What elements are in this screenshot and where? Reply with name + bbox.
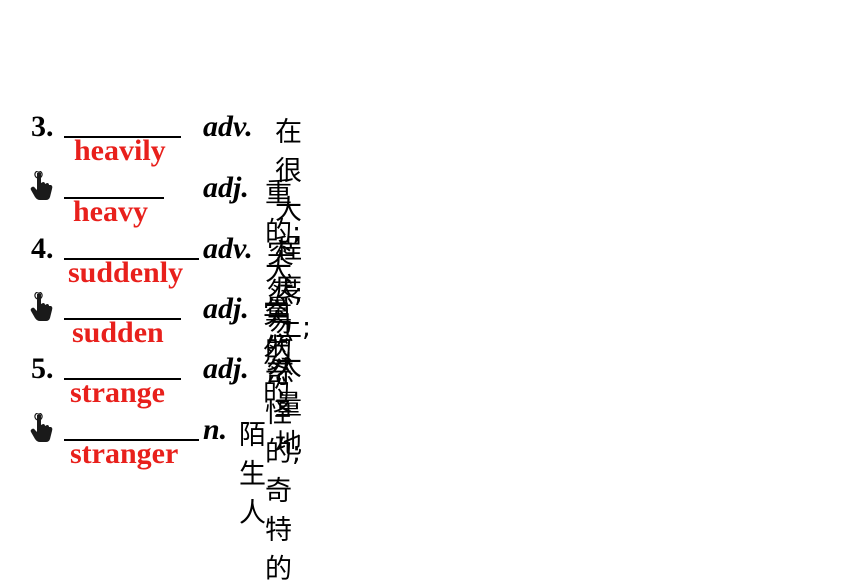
- chinese-meaning: 奇怪的; 奇特的: [265, 359, 302, 585]
- answer-blank: strange: [64, 376, 181, 409]
- part-of-speech: n.: [203, 413, 228, 446]
- hand-pointer-icon: [30, 171, 53, 200]
- answer-word: strange: [70, 376, 165, 409]
- part-of-speech: adj.: [203, 292, 249, 325]
- answer-blank: suddenly: [64, 256, 199, 289]
- answer-word: sudden: [72, 316, 164, 349]
- answer-blank: heavily: [64, 134, 181, 167]
- answer-word: heavily: [74, 134, 166, 167]
- chinese-meaning: 在很大程度上; 大量地: [275, 117, 312, 460]
- answer-blank: sudden: [64, 316, 181, 349]
- item-number: 4.: [31, 232, 54, 265]
- hand-pointer-icon: [30, 292, 53, 321]
- answer-word: stranger: [70, 437, 179, 470]
- answer-word: suddenly: [68, 256, 184, 289]
- part-of-speech: adj.: [203, 352, 249, 385]
- chinese-meaning: 突然的: [263, 299, 290, 408]
- answer-blank: heavy: [64, 195, 164, 228]
- answer-blank: stranger: [64, 437, 199, 470]
- chinese-meaning: 陌生人: [239, 420, 266, 529]
- hand-pointer-icon: [30, 413, 53, 442]
- chinese-meaning: 突然; 忽然: [267, 239, 304, 387]
- part-of-speech: adv.: [203, 232, 253, 265]
- part-of-speech: adv.: [203, 110, 253, 143]
- answer-word: heavy: [73, 195, 148, 228]
- part-of-speech: adj.: [203, 171, 249, 204]
- item-number: 3.: [31, 110, 54, 143]
- chinese-meaning: 重的; 大量的: [265, 178, 302, 365]
- item-number: 5.: [31, 352, 54, 385]
